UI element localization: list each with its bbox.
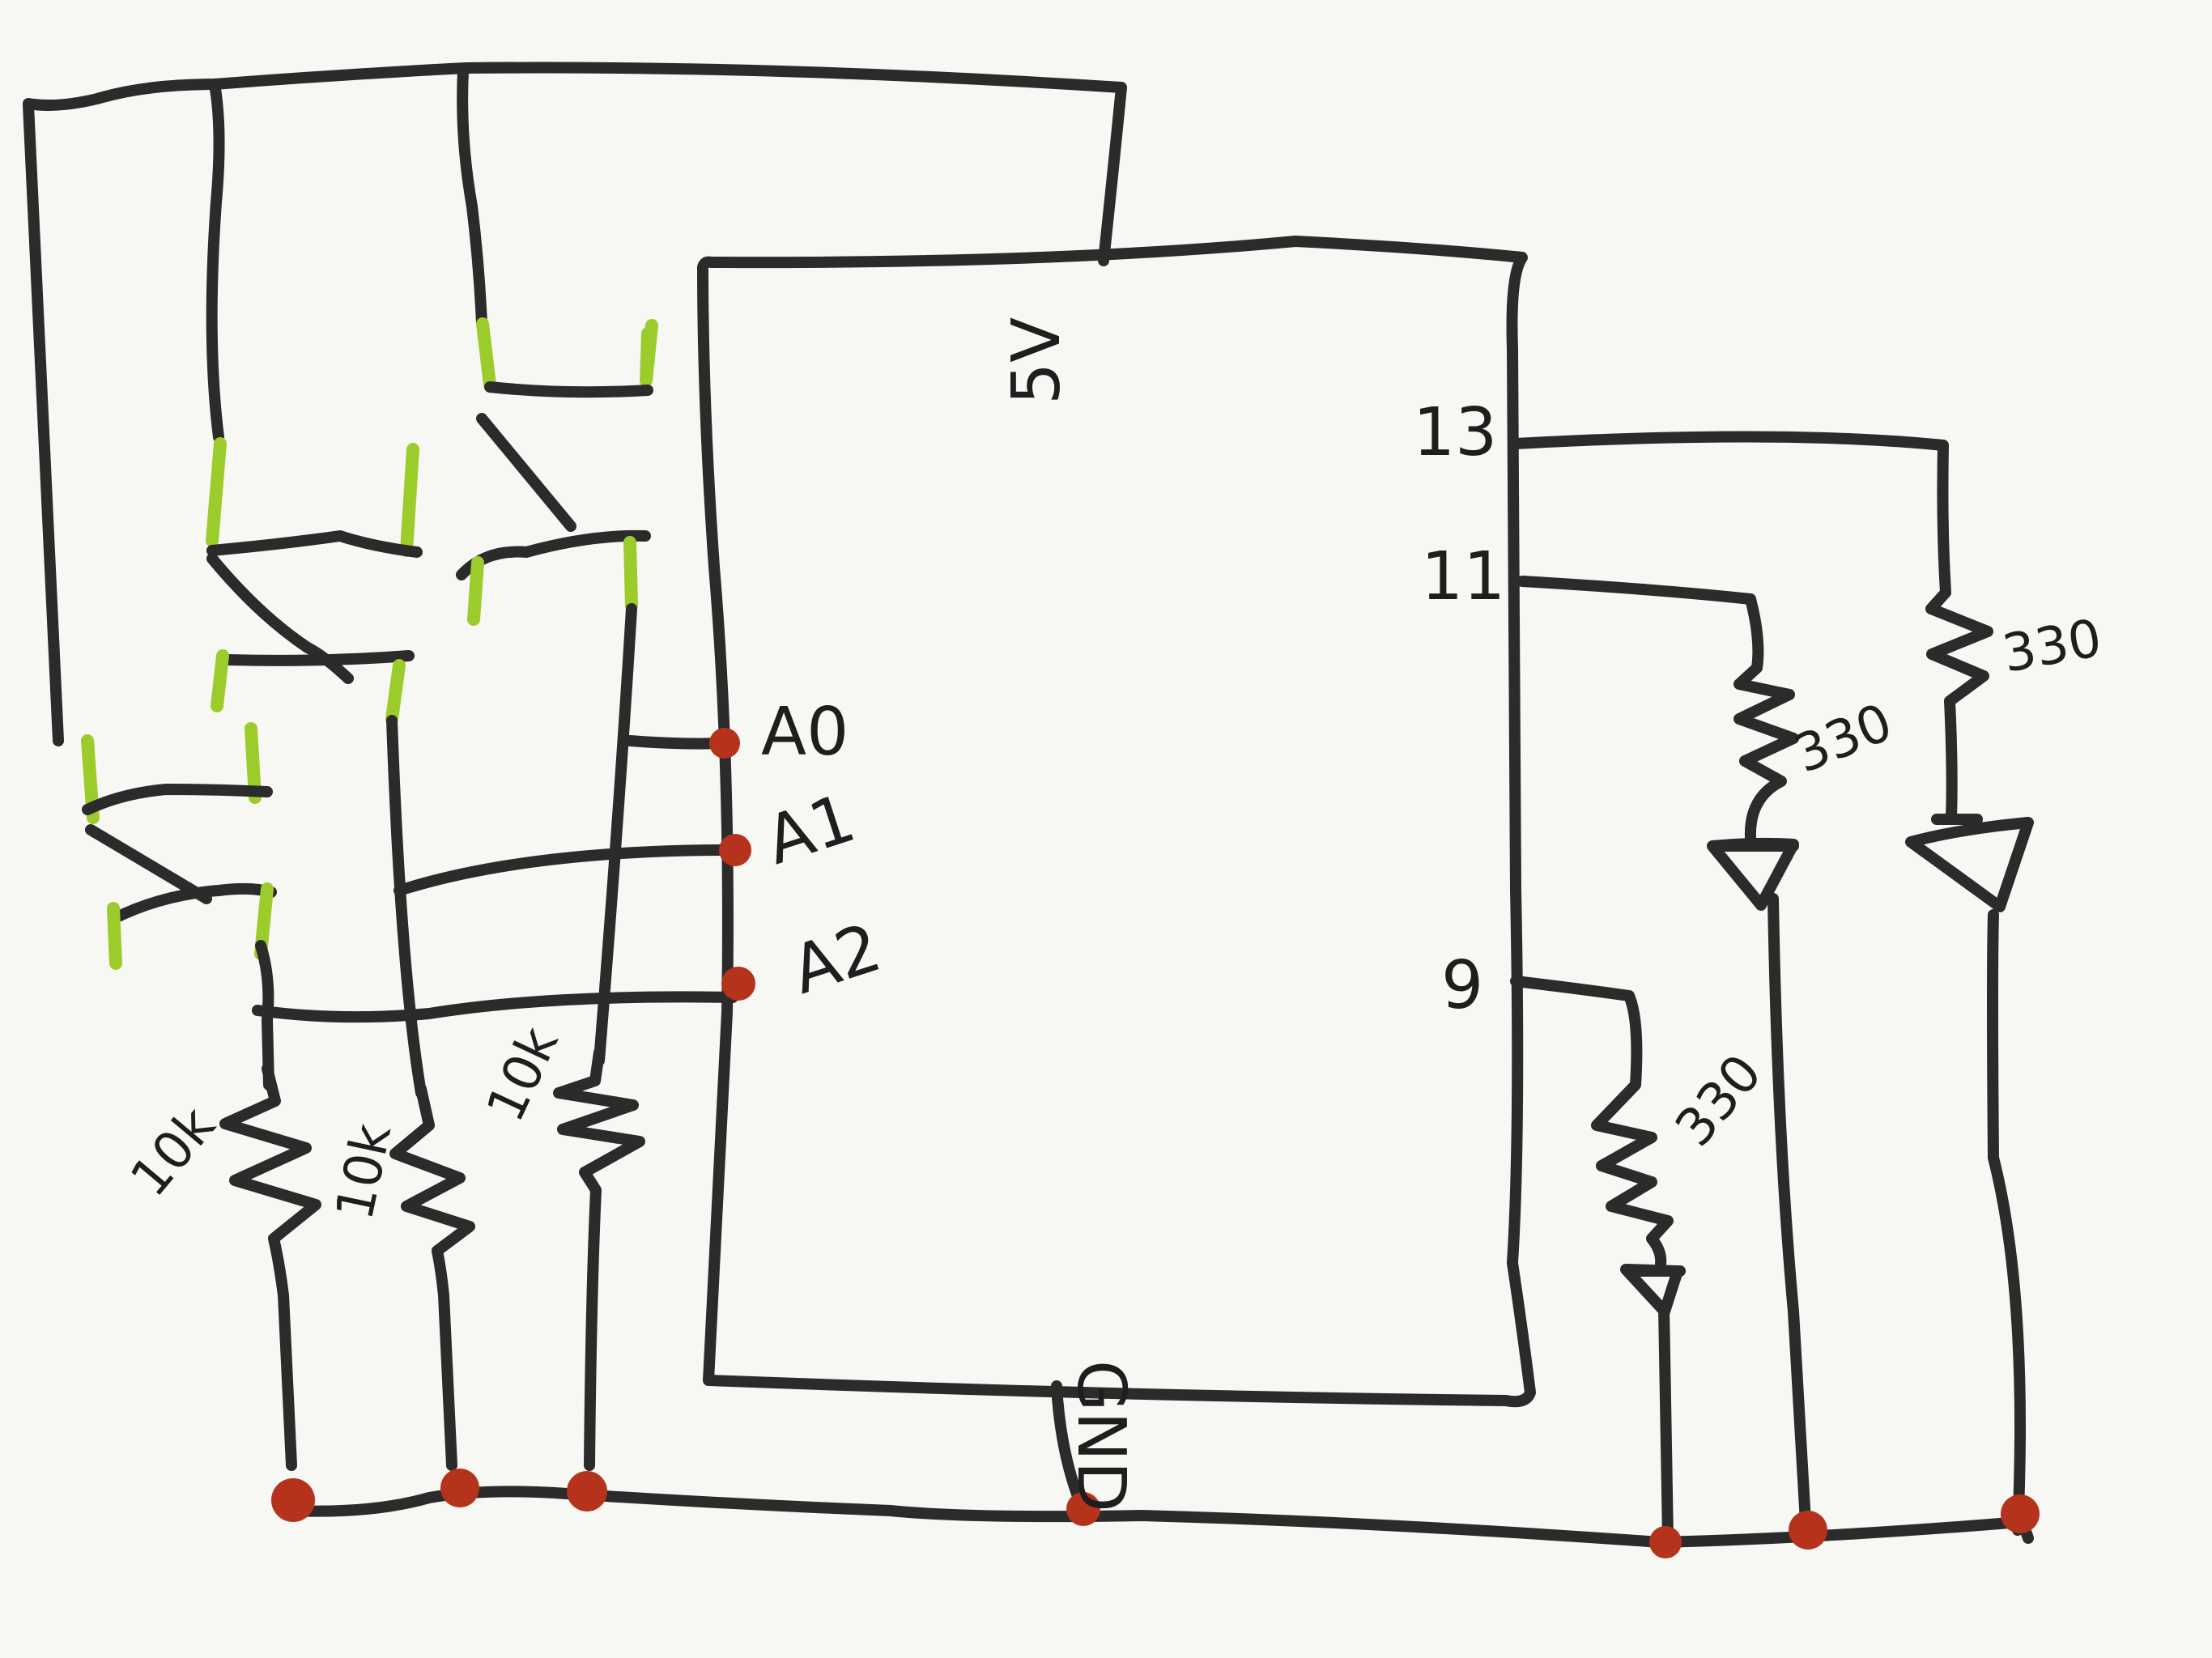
led-1-lead [1987, 909, 2027, 1536]
wire-a2-tap [252, 991, 738, 1023]
pull-down-resistor-2 [389, 1083, 475, 1471]
junction-dot-gnd-6 [1789, 1511, 1827, 1550]
pull-down-resistor-label-2: 10k [325, 1119, 403, 1225]
pull-down-resistor-3 [553, 1047, 645, 1471]
pull-down-resistor-label-1: 10k [120, 1096, 228, 1208]
junction-dot-gnd-5 [1649, 1526, 1682, 1558]
pin-label-a1: A1 [757, 780, 864, 880]
switch-contact [467, 556, 484, 626]
pin-label-a2: A2 [783, 909, 890, 1010]
led-2 [1707, 837, 1811, 1528]
junction-dot-a1 [719, 834, 751, 866]
junction-dot-gnd-7 [2001, 1494, 2040, 1533]
junction-dots [271, 728, 2040, 1558]
switch-bar [82, 784, 273, 815]
wire-to-a1 [386, 715, 427, 1099]
pin-label-9: 9 [1441, 947, 1483, 1024]
switch-bar [484, 381, 653, 398]
led-3-lead [1658, 1302, 1674, 1544]
pull-down-resistor-1 [219, 1063, 321, 1471]
switch-contact [385, 659, 406, 725]
pushbutton-3 [81, 722, 277, 970]
junction-dot-a0 [709, 728, 740, 759]
switch-contact [206, 437, 227, 547]
switch-contact [640, 319, 658, 387]
led-resistor-1 [1925, 440, 1993, 823]
junction-dot-a2 [721, 967, 755, 1001]
junction-dot-gnd-4 [1066, 1492, 1100, 1526]
led-2-lead [1767, 893, 1811, 1528]
arduino-board-outline [697, 236, 1536, 1408]
junction-dot-gnd-2 [440, 1469, 479, 1507]
switch-bar [221, 650, 415, 666]
wire-a1-tap [393, 844, 738, 896]
junction-dot-gnd-1 [271, 1478, 315, 1522]
ground-rail [286, 1486, 2034, 1548]
switch-lever [85, 824, 212, 904]
pushbutton-2 [206, 437, 423, 725]
pin-label-a0: A0 [761, 694, 849, 771]
switch-lever [476, 413, 576, 532]
wire-pin-11 [1516, 576, 1756, 605]
supply-drop-left [23, 100, 64, 746]
supply-rail-5v [23, 62, 1127, 266]
led-resistor-label-3: 330 [1665, 1044, 1774, 1158]
wire-pin-13 [1510, 431, 1949, 451]
pushbutton-1 [456, 317, 658, 626]
pin-label-13: 13 [1413, 394, 1497, 471]
wire-to-a0 [593, 603, 637, 1066]
led-resistor-3 [1591, 990, 1674, 1275]
switch-contact [623, 536, 638, 612]
wire-pin-9 [1510, 976, 1635, 1001]
switch-bar [206, 530, 423, 558]
pull-down-resistor-label-3: 10k [475, 1018, 570, 1131]
switch-bar [108, 882, 277, 925]
led-1 [1905, 814, 2034, 1536]
pin-label-11: 11 [1421, 538, 1505, 615]
led-resistor-label-1: 330 [1998, 609, 2106, 685]
led-3 [1620, 1264, 1686, 1544]
junction-dot-gnd-3 [567, 1471, 607, 1511]
switch-contact [107, 902, 122, 970]
led-resistor-label-2: 330 [1786, 692, 1900, 784]
wire-to-a2 [255, 940, 274, 1090]
pin-label-5v: 5V [998, 317, 1075, 405]
supply-drop-mid [206, 79, 225, 443]
led-2-triangle [1707, 837, 1799, 911]
led-1-triangle [1905, 817, 2034, 912]
switch-contact [400, 443, 419, 557]
pin-label-gnd: GND [1062, 1360, 1139, 1512]
switch-contact [211, 649, 229, 712]
switch-contact [476, 317, 496, 391]
switch-bar [456, 529, 651, 580]
led-resistor-2 [1733, 593, 1799, 844]
supply-drop-right [457, 66, 487, 329]
